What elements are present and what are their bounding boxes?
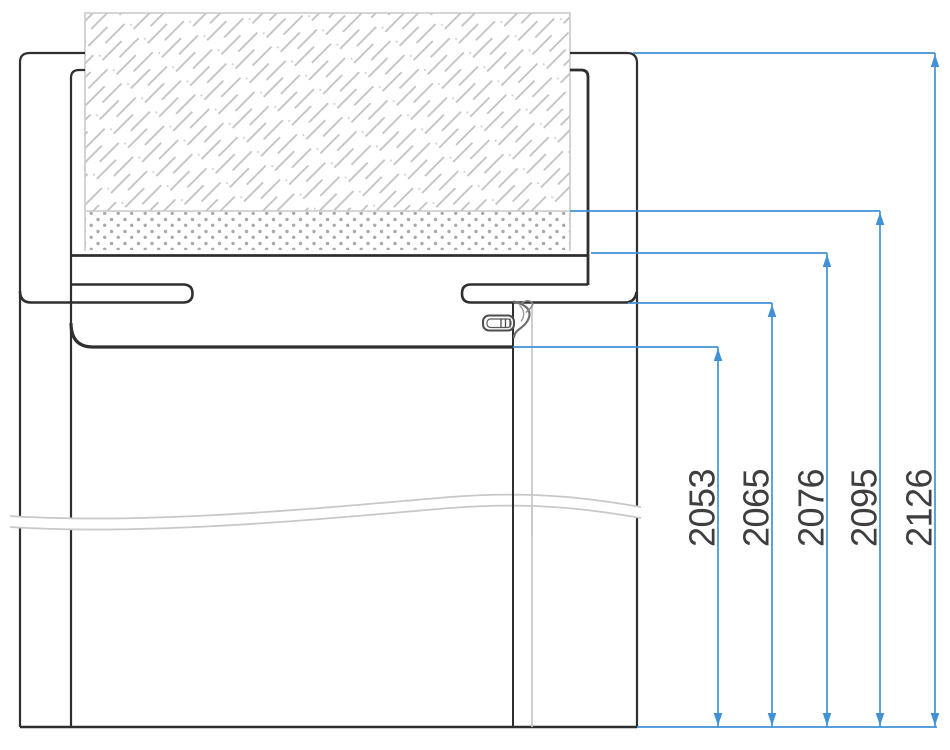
arrow-down-2126 xyxy=(930,713,940,726)
dim-label-2076: 2076 xyxy=(791,469,832,547)
arrow-down-2053 xyxy=(713,713,723,726)
dimension-labels: 2053 2065 2076 2095 2126 xyxy=(682,469,940,547)
frame-outer-left-contour xyxy=(18,51,85,727)
arrow-up-2126 xyxy=(930,54,940,67)
left-door-stop-bar xyxy=(18,283,194,304)
wall-boundaries xyxy=(84,12,571,251)
arrow-down-2076 xyxy=(822,713,832,726)
hinge-barrel-inner xyxy=(486,318,512,329)
frame-profile xyxy=(18,51,639,729)
arrow-up-2076 xyxy=(822,254,832,267)
wall-outline xyxy=(84,12,571,251)
arrow-up-2065 xyxy=(767,304,777,317)
wall-section xyxy=(85,13,570,250)
dimension-lines xyxy=(513,52,937,728)
frame-outer-right-contour xyxy=(570,51,639,727)
break-wave-band xyxy=(10,494,641,530)
hinge-barrel-ticks xyxy=(500,318,511,328)
right-door-stop-and-frame-face xyxy=(460,283,638,304)
wall-hatch-block xyxy=(85,13,570,211)
dim-label-2095: 2095 xyxy=(844,469,885,547)
break-wave-bottom-edge xyxy=(9,504,642,531)
arrow-up-2053 xyxy=(713,348,723,361)
mortar-dot-band xyxy=(85,212,570,250)
arrow-up-2095 xyxy=(875,212,885,225)
dimension-arrows xyxy=(713,54,940,726)
dim-label-2126: 2126 xyxy=(899,469,940,547)
frame-inner-right-contour xyxy=(570,68,590,285)
arrow-down-2095 xyxy=(875,713,885,726)
dim-label-2053: 2053 xyxy=(682,469,723,547)
hinge-leaf-curve xyxy=(512,300,531,339)
hinge-detail xyxy=(482,300,534,339)
frame-soffit-line xyxy=(69,322,513,349)
frame-inner-left-contour xyxy=(69,68,85,727)
break-wave xyxy=(9,491,642,536)
hinge-leaf-inner-curve xyxy=(519,304,525,322)
break-wave-top-edge xyxy=(9,493,642,520)
hinge-leaf-hook xyxy=(521,300,534,314)
dim-label-2065: 2065 xyxy=(736,469,777,547)
arrow-down-2065 xyxy=(767,713,777,726)
